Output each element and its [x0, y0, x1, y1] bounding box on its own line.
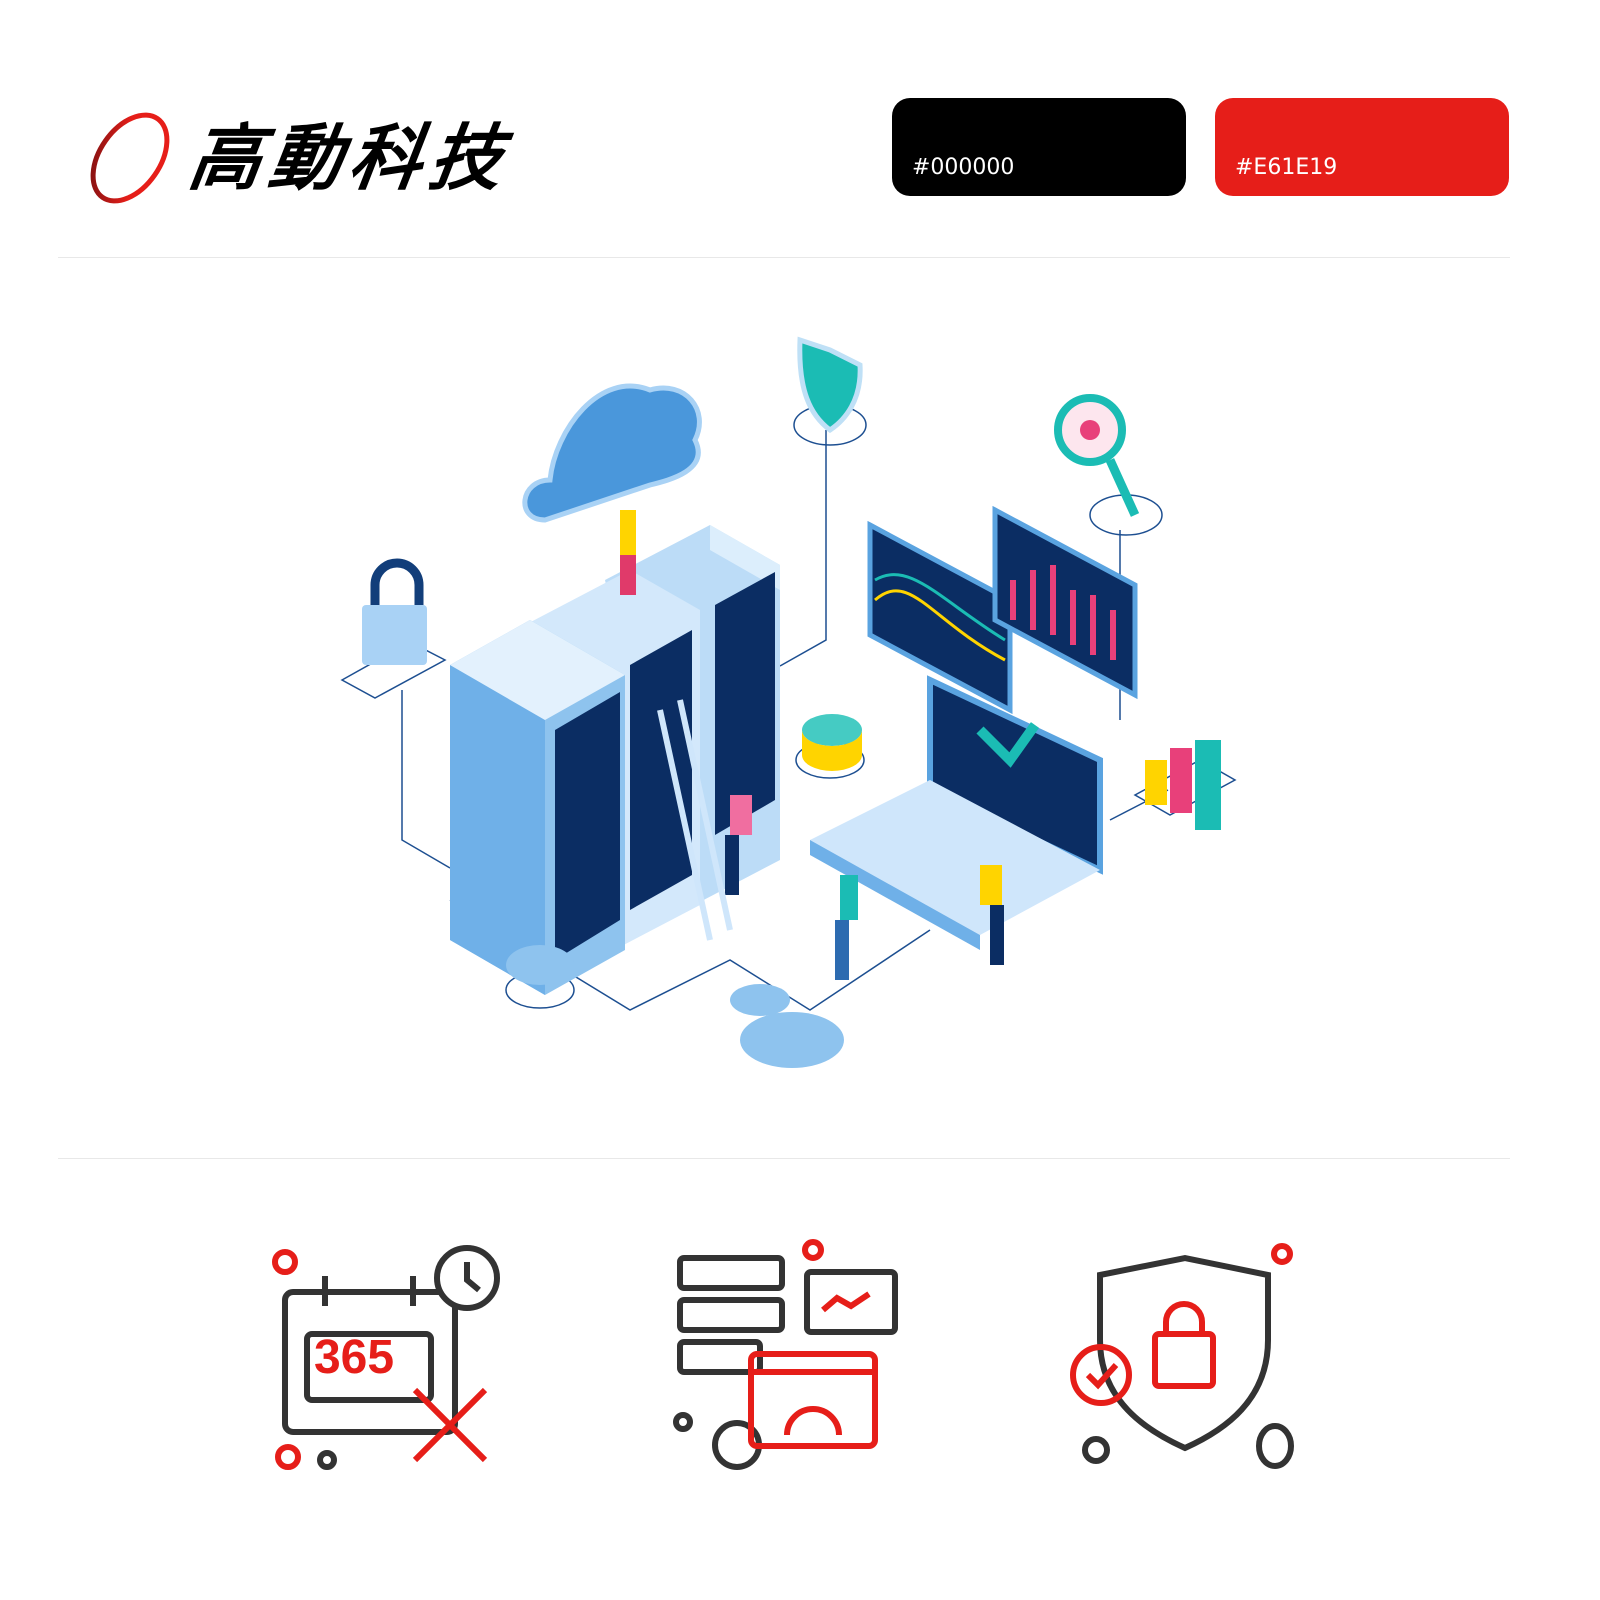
brand-logo: 高動科技 — [80, 108, 610, 208]
server-racks-icon — [450, 525, 780, 995]
security-shield-icon — [1060, 1230, 1310, 1490]
swatch-label: #E61E19 — [1235, 155, 1338, 180]
lock-icon — [362, 558, 427, 665]
laptop-icon — [810, 675, 1103, 950]
bar-chart-icon — [1145, 740, 1221, 830]
data-center-illustration — [340, 336, 1237, 1068]
365-label: 365 — [313, 1331, 395, 1384]
bug-magnifier-icon — [1054, 394, 1140, 517]
pie-chart-icon — [802, 714, 862, 771]
cloud-icon — [522, 383, 702, 523]
shield-icon — [797, 336, 863, 434]
people-figures-icon — [620, 510, 1004, 980]
divider — [58, 257, 1510, 258]
logo-ring-icon — [90, 112, 170, 204]
swatch-label: #000000 — [912, 155, 1015, 180]
logo-wordmark: 高動科技 — [184, 116, 516, 200]
analytics-screens-icon — [867, 505, 1138, 715]
color-swatch-black: #000000 — [892, 98, 1186, 196]
server-monitoring-icon — [665, 1230, 915, 1490]
gear-icon — [506, 945, 844, 1068]
maintenance-365-icon: 365 — [255, 1230, 505, 1490]
color-swatch-red: #E61E19 — [1215, 98, 1509, 196]
divider — [58, 1158, 1510, 1159]
